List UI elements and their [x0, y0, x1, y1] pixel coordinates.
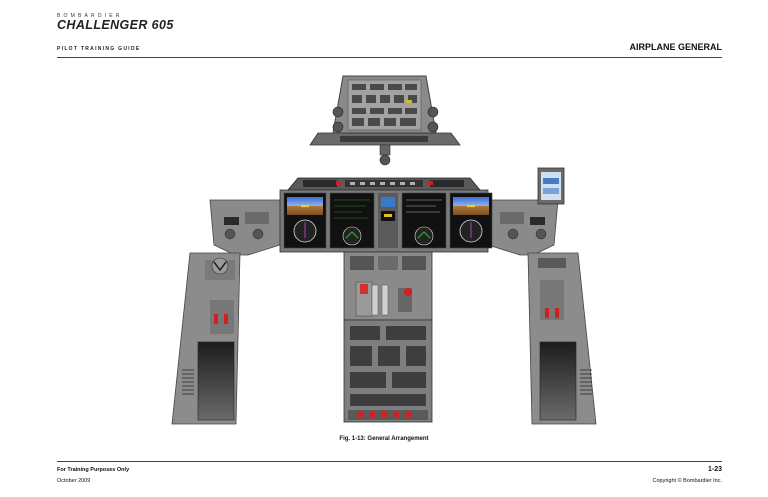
footer-date: October 2009 [57, 478, 91, 484]
center-pedestal [343, 251, 433, 423]
footer-training-note: For Training Purposes Only [57, 467, 130, 473]
section-title: AIRPLANE GENERAL [629, 42, 722, 52]
figure-caption: Fig. 1-13: General Arrangement [339, 436, 429, 442]
brand-maker: BOMBARDIER [57, 13, 123, 19]
copyright-notice: Copyright © Bombardier Inc. [652, 478, 722, 484]
glareshield [287, 177, 481, 191]
overhead-panel [309, 75, 461, 166]
header-divider [57, 57, 722, 58]
document-subtitle: PILOT TRAINING GUIDE [57, 46, 141, 52]
right-side-panel [487, 167, 597, 425]
page-number: 1-23 [707, 466, 722, 473]
left-side-panel [171, 199, 281, 425]
main-instrument-panel [279, 189, 493, 253]
brand-model: CHALLENGER 605 [57, 18, 174, 32]
brand-logo: BOMBARDIER CHALLENGER 605 [57, 13, 174, 32]
footer-divider [57, 461, 722, 462]
